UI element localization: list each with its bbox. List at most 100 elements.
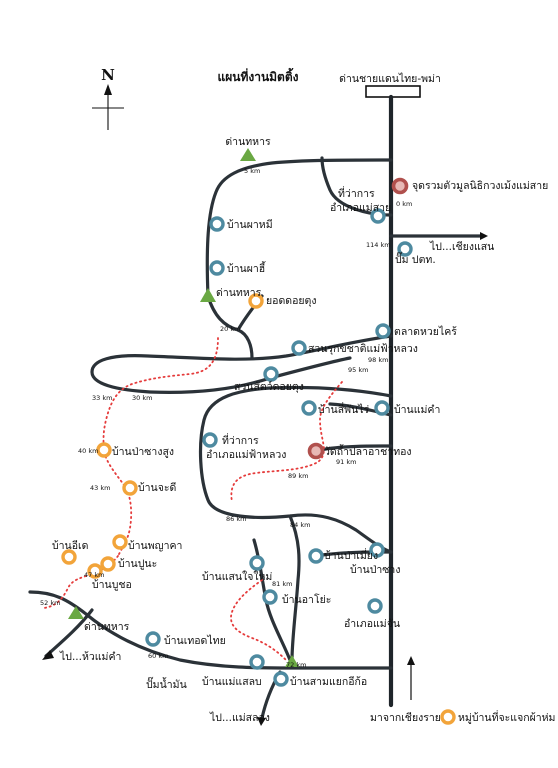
label-pump-nam-man: ปั๊มน้ำมัน: [146, 676, 187, 691]
border-label: ด่านชายแดนไทย-พม่า: [339, 72, 441, 85]
distance-labels: 0 km 5 km 114 km 20 km 98 km 95 km 33 km…: [40, 167, 412, 669]
road-to-wat: [318, 444, 393, 452]
marker-doi-tung-zoo: [263, 366, 279, 382]
label-mae-chan-office: อำเภอแม่จัน: [344, 618, 400, 630]
label-checkpoint-west: ด่านทหาร: [84, 621, 130, 633]
checkpoint-north-icon: [240, 148, 256, 161]
label-ban-pha-mi: บ้านผาหมี: [227, 218, 273, 231]
label-mae-fah-luang-garden: สวนรุกขชาติแม่ฟ้าหลวง: [308, 343, 418, 355]
map-title: แผนที่งานมิตติ้ง: [217, 67, 298, 84]
arrow-label-chiang-saen: ไป...เชียงแสน: [429, 240, 494, 253]
label-ban-busor: บ้านบูชอ: [92, 579, 132, 591]
checkpoint-south-icon: [285, 655, 299, 667]
marker-huai-khrai-market: [375, 323, 391, 339]
km-33: 33 km: [92, 394, 112, 402]
km-40: 40 km: [78, 447, 98, 455]
label-ban-phaya-ka: บ้านพญาคา: [128, 540, 182, 552]
km-52: 52 km: [40, 599, 60, 607]
road-mid-loop: [198, 385, 393, 554]
label-ban-a-yo: บ้านอาโย่ะ: [282, 593, 331, 606]
trail-central: [230, 381, 343, 503]
road-north-loop: [205, 158, 393, 298]
marker-ban-jadee: [122, 480, 138, 496]
direction-arrows: ไป...เชียงแสน ไป...ห้วแม่คำ ไป...แม่สลอง…: [42, 232, 494, 726]
km-5: 5 km: [244, 167, 260, 175]
marker-ban-thoed-thai: [145, 631, 161, 647]
label-mfl-office-1: ที่ว่าการ: [222, 433, 259, 447]
marker-ban-mae-salap: [249, 654, 265, 670]
label-ban-ide: บ้านอีเด: [52, 539, 88, 552]
km-72: 72 km: [286, 661, 306, 669]
label-ban-puna: บ้านปูนะ: [118, 558, 157, 570]
km-60: 60 km: [148, 652, 168, 660]
marker-ban-pha-hi: [209, 260, 225, 276]
arrow-label-chiang-rai: มาจากเชียงราย: [370, 711, 441, 724]
label-maesai-office-2: อำเภอแม่สาย: [330, 202, 391, 214]
km-98: 98 km: [368, 356, 388, 364]
arrow-label-mae-salong: ไป...แม่สลอง: [209, 711, 270, 724]
label-ban-pa-mueang: บ้านป่าเมี่ยง: [324, 548, 378, 562]
trail-south: [230, 579, 287, 661]
marker-ban-sam-yaek: [273, 671, 289, 687]
label-doi-tung-zoo: สวนสัตว์ดอยตุง: [234, 380, 304, 393]
north-compass: N: [92, 66, 124, 130]
label-ban-saen-jai-mai: บ้านแสนใจใหม่: [202, 570, 272, 583]
km-43: 43 km: [90, 484, 110, 492]
marker-ban-mae-kham: [374, 400, 390, 416]
arrow-label-mae-kham: ไป...ห้วแม่คำ: [59, 650, 121, 663]
border-gate-icon: [365, 85, 421, 98]
km-84: 84 km: [290, 521, 310, 529]
marker-ban-ide: [61, 549, 77, 565]
checkpoint-mid-icon: [200, 288, 216, 302]
marker-doi-tung-peak: [248, 293, 264, 309]
km-86: 86 km: [226, 515, 246, 523]
arrow-up-icon: [407, 656, 415, 665]
marker-ban-puna: [100, 556, 116, 572]
legend-label: หมู่บ้านที่จะแจกผ้าห่ม: [458, 710, 555, 724]
marker-maesai-office: [370, 208, 386, 224]
marker-ban-pa-mueang: [308, 548, 324, 564]
label-ban-thoed-thai: บ้านเทอดไทย: [164, 634, 226, 647]
label-ban-sam-phan-rai: บ้านสี่พันไร่: [318, 402, 370, 416]
marker-ban-pa-sang-sung: [96, 442, 112, 458]
label-huai-khrai-market: ตลาดหวยไคร้: [394, 325, 457, 338]
marker-mae-chan-office: [367, 598, 383, 614]
km-47: 47 km: [84, 571, 104, 579]
km-81: 81 km: [272, 580, 292, 588]
marker-ban-busor: [87, 563, 103, 579]
marker-ban-pa-sang: [369, 542, 385, 558]
label-ban-pa-sang: บ้านป่าซาง: [350, 564, 400, 576]
marker-wat-tham-pla: [307, 442, 325, 460]
road-network: [28, 94, 486, 720]
label-meeting-point: จุดรวมตัวมูลนิธิกวงเม้งแม่สาย: [412, 180, 548, 192]
label-ban-pa-sang-sung: บ้านป่าซางสูง: [112, 446, 174, 458]
label-wat-tham-pla: วัดถ้ำปลาอาชาทอง: [324, 444, 412, 458]
label-ban-jadee: บ้านจะดี: [138, 481, 176, 494]
km-0: 0 km: [396, 200, 412, 208]
label-maesai-office-1: ที่ว่าการ: [338, 186, 375, 200]
trail-jadee: [103, 451, 133, 557]
trail-west-upper: [102, 337, 219, 453]
km-89: 89 km: [288, 472, 308, 480]
km-20: 20 km: [220, 325, 240, 333]
label-ptt-station: ปั๊ม ปตท.: [395, 251, 436, 266]
north-arrow-icon: [104, 84, 112, 95]
label-ban-pha-hi: บ้านผาฮี้: [227, 261, 266, 275]
km-91: 91 km: [336, 458, 356, 466]
label-ban-mae-kham: บ้านแม่คำ: [394, 404, 440, 416]
marker-meeting-point: [391, 177, 409, 195]
trail-busor: [43, 555, 119, 609]
marker-ban-saen-jai-mai: [249, 555, 265, 571]
checkpoint-west-icon: [68, 606, 84, 619]
north-label: N: [101, 66, 115, 84]
label-checkpoint-north: ด่านทหาร: [225, 136, 271, 148]
marker-ptt-station: [397, 241, 413, 257]
road-bottom: [28, 590, 393, 670]
arrow-down-icon: [257, 717, 266, 726]
arrow-down-left-icon: [42, 650, 54, 660]
label-doi-tung-peak: ยอดดอยตุง: [266, 295, 317, 307]
marker-ban-phaya-ka: [112, 534, 128, 550]
place-markers: [61, 177, 413, 687]
label-checkpoint-mid: ด่านทหาร: [216, 287, 262, 299]
